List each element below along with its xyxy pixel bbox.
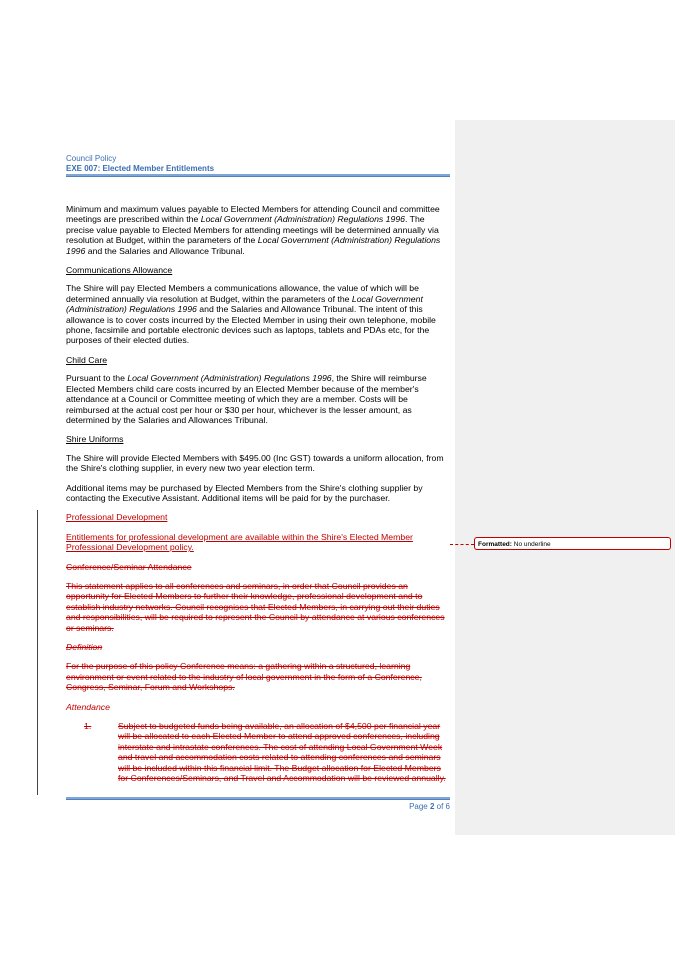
header-policy-type: Council Policy <box>66 154 117 163</box>
comment-connector <box>450 544 474 545</box>
paragraph-professional-development: Entitlements for professional developmen… <box>66 531 413 553</box>
paragraph-additional-items: Additional items may be purchased by Ele… <box>66 482 423 503</box>
list-item: 1. Subject to budgeted funds being avail… <box>84 721 450 783</box>
heading-shire-uniforms: Shire Uniforms <box>66 434 124 445</box>
heading-definition: Definition <box>66 642 103 652</box>
formatting-balloon[interactable]: Formatted: No underline <box>474 537 671 550</box>
document-body[interactable]: Minimum and maximum values payable to El… <box>66 204 450 783</box>
heading-communications-allowance: Communications Allowance <box>66 265 173 276</box>
paragraph-meeting-fees: Minimum and maximum values payable to El… <box>66 204 441 256</box>
current-page-number: 2 <box>429 802 435 811</box>
list-number: 1. <box>84 721 92 732</box>
balloon-text: No underline <box>511 541 551 548</box>
page-header: Council Policy EXE 007: Elected Member E… <box>66 154 450 174</box>
header-rule <box>66 174 450 177</box>
heading-attendance: Attendance <box>66 701 110 712</box>
heading-conference-attendance: Conference/Seminar Attendance <box>66 561 192 572</box>
paragraph-conference-statement: This statement applies to all conference… <box>66 580 445 633</box>
paragraph-communications: The Shire will pay Elected Members a com… <box>66 283 436 346</box>
total-page-count: 6 <box>445 802 450 811</box>
heading-child-care: Child Care <box>66 354 108 365</box>
page-footer: Page 2 of 6 <box>409 802 450 811</box>
list-text: Subject to budgeted funds being availabl… <box>118 721 446 784</box>
paragraph-definition: For the purpose of this policy Conferenc… <box>66 661 422 693</box>
change-bar <box>37 510 38 795</box>
paragraph-child-care: Pursuant to the Local Government (Admini… <box>66 373 427 425</box>
markup-pane <box>455 120 675 835</box>
footer-rule <box>66 797 450 800</box>
balloon-label: Formatted: <box>478 541 512 548</box>
header-policy-title: EXE 007: Elected Member Entitlements <box>66 164 215 173</box>
paragraph-uniform-allocation: The Shire will provide Elected Members w… <box>66 452 444 474</box>
heading-professional-development: Professional Development <box>66 512 168 523</box>
